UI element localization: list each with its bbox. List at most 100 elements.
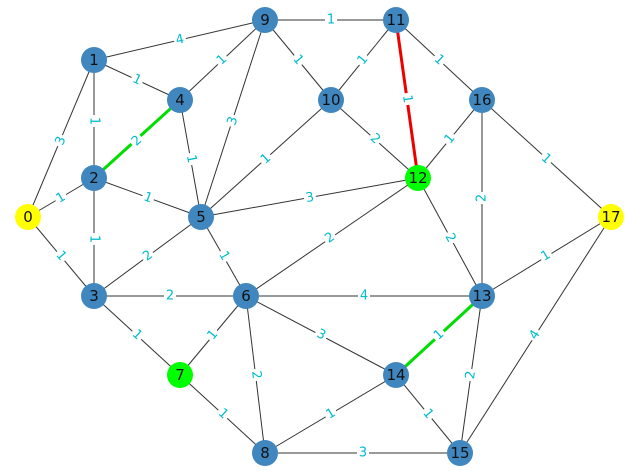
edge-weight-11-12: 1 [399,94,415,104]
node-label-17: 17 [601,208,620,226]
node-label-13: 13 [472,287,491,305]
edge-label-bg-13-17 [536,246,556,266]
edge-weight-5-12: 3 [305,190,316,206]
edge-label-bg-3-5 [138,246,158,266]
edge-label-bg-5-6 [214,246,234,266]
node-circle-8 [252,440,278,466]
edge-label-bg-8-15 [357,445,369,461]
node-17: 17 [598,204,624,230]
node-16: 16 [469,87,495,113]
edge-weight-9-11: 1 [327,13,335,28]
edge-label-bg-2-3 [86,233,102,245]
edge-label-bg-8-14 [321,404,341,424]
edge-weight-3-6: 2 [166,289,174,304]
node-circle-14 [383,362,409,388]
node-0: 0 [15,204,41,230]
edge-label-bg-13-15 [462,367,480,383]
node-circle-2 [81,165,107,191]
node-circle-16 [469,87,495,113]
edge-weight-2-3: 1 [87,235,102,243]
edge-weight-1-9: 4 [174,32,185,48]
node-label-2: 2 [89,169,99,187]
node-circle-17 [598,204,624,230]
node-6: 6 [233,283,259,309]
node-circle-6 [233,283,259,309]
edge-label-bg-14-15 [418,404,438,424]
edge-label-bg-6-7 [203,325,223,345]
edge-weight-1-2: 1 [87,117,102,125]
edge-label-bg-12-16 [440,129,460,149]
edge-weight-13-16: 2 [475,194,490,202]
node-label-15: 15 [450,444,469,462]
node-label-0: 0 [23,208,33,226]
edge-label-bg-6-12 [320,228,340,248]
node-label-16: 16 [472,91,491,109]
node-label-8: 8 [260,444,270,462]
node-label-3: 3 [89,287,99,305]
node-label-7: 7 [175,366,185,384]
edge-label-bg-0-3 [51,246,71,266]
edge-label-bg-7-8 [213,404,233,424]
edge-label-bg-15-17 [525,325,545,345]
edge-label-bg-9-11 [325,12,337,28]
edge-label-bg-5-10 [256,149,276,169]
node-label-1: 1 [89,51,99,69]
edge-weight-13-15: 2 [463,370,479,380]
node-circle-0 [15,204,41,230]
edge-weight-8-15: 3 [359,446,367,461]
node-label-12: 12 [408,169,427,187]
node-circle-15 [447,440,473,466]
edge-label-bg-16-17 [536,149,556,169]
edge-label-bg-11-16 [429,50,449,70]
node-label-6: 6 [241,287,251,305]
node-label-11: 11 [386,11,405,29]
edge-label-bg-13-14 [429,325,449,345]
edge-label-bg-1-9 [172,30,188,50]
edge-label-bg-12-13 [440,228,460,248]
edge-label-bg-1-4 [128,70,146,90]
edge-weight-4-5: 1 [183,154,199,165]
node-13: 13 [469,283,495,309]
node-1: 1 [81,47,107,73]
edge-weight-6-13: 4 [360,289,368,304]
edge-label-bg-4-9 [212,50,232,70]
node-circle-13 [469,283,495,309]
node-label-10: 10 [321,91,340,109]
edge-label-bg-10-12 [365,129,385,149]
node-circle-5 [188,204,214,230]
node-11: 11 [383,7,409,33]
node-15: 15 [447,440,473,466]
edge-label-bg-11-12 [398,91,416,107]
node-label-5: 5 [196,208,206,226]
edge-label-bg-4-5 [182,151,200,167]
node-label-14: 14 [386,366,405,384]
edge-label-bg-13-16 [474,192,490,204]
edge-label-bg-2-4 [127,131,147,151]
node-8: 8 [252,440,278,466]
edge-label-bg-6-14 [311,325,331,345]
node-7: 7 [167,362,193,388]
edge-label-bg-2-5 [139,188,157,208]
edge-label-bg-9-10 [288,50,308,70]
node-circle-12 [405,165,431,191]
node-10: 10 [318,87,344,113]
node-3: 3 [81,283,107,309]
edge-label-bg-3-7 [127,325,147,345]
edge-weight-6-8: 2 [248,370,264,380]
node-circle-7 [167,362,193,388]
node-circle-3 [81,283,107,309]
edge-label-bg-6-13 [358,288,370,304]
edge-label-bg-1-2 [86,115,102,127]
node-circle-1 [81,47,107,73]
node-circle-10 [318,87,344,113]
edge-label-bg-0-1 [51,132,71,150]
edge-label-bg-6-8 [247,368,265,382]
node-circle-11 [383,7,409,33]
edge-label-bg-3-6 [164,288,176,304]
node-label-9: 9 [260,11,270,29]
edge-label-bg-5-9 [223,112,243,130]
edges-layer [27,19,612,454]
node-4: 4 [167,87,193,113]
